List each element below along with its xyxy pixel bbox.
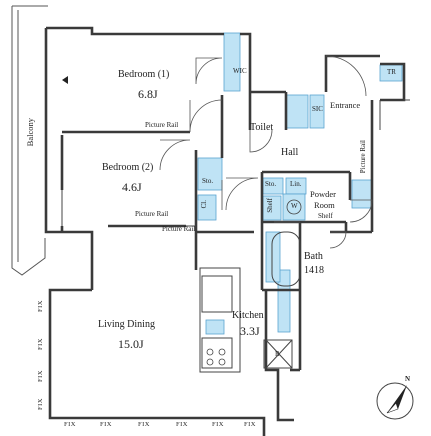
- fix-bottom-3: FIX: [138, 421, 150, 428]
- closet-label: Cl.: [200, 200, 208, 209]
- picture-rail-1: Picture Rail: [145, 121, 179, 129]
- shelf-label: Shelf: [318, 212, 333, 220]
- kitchen-name: Kitchen: [232, 310, 264, 321]
- bedroom2-size: 4.6J: [122, 180, 142, 194]
- kitchen-size: 3.3J: [240, 324, 260, 338]
- toilet-name: Toilet: [250, 122, 274, 133]
- fix-bottom-4: FIX: [176, 421, 188, 428]
- walls: [44, 26, 406, 436]
- tr-label: TR: [387, 68, 396, 76]
- fix-bottom-1: FIX: [64, 421, 76, 428]
- window-arrow: [62, 76, 68, 84]
- shelf-vertical-label: Shelf: [266, 198, 274, 213]
- lin-label: Lin.: [290, 180, 302, 188]
- bedroom2-name: Bedroom (2): [102, 162, 154, 173]
- entrance-name: Entrance: [330, 100, 361, 110]
- sto-label-2: Sto.: [265, 180, 277, 188]
- powder-room-name-2: Room: [314, 200, 335, 210]
- bath-name: Bath: [304, 251, 323, 262]
- sic-label: SIC: [312, 105, 323, 113]
- bedroom1-name: Bedroom (1): [118, 69, 170, 80]
- door-swings: [159, 55, 373, 249]
- living-dining-size: 15.0J: [118, 337, 144, 351]
- fix-left-4: FIX: [37, 398, 44, 410]
- picture-rail-4: Picture Rail: [359, 140, 367, 174]
- sto-label-1: Sto.: [202, 177, 214, 185]
- bedroom1-size: 6.8J: [138, 87, 158, 101]
- balcony-area: [11, 5, 48, 276]
- powder-room-name: Powder: [310, 189, 336, 199]
- fix-left-3: FIX: [37, 370, 44, 382]
- fix-bottom-6: FIX: [244, 421, 256, 428]
- washing-machine-label: W: [291, 202, 298, 210]
- fixture-circles: [206, 199, 302, 366]
- fix-left-1: FIX: [37, 300, 44, 312]
- fix-bottom-5: FIX: [212, 421, 224, 428]
- wic-label: WIC: [233, 67, 247, 75]
- partitions: [61, 99, 410, 373]
- picture-rail-3: Picture Rail: [162, 225, 196, 233]
- compass-icon: [376, 382, 414, 420]
- picture-rail-2: Picture Rail: [135, 210, 169, 218]
- balcony-name: Balcony: [25, 118, 35, 147]
- hall-name: Hall: [281, 147, 299, 158]
- fridge-label: R: [275, 350, 280, 358]
- fix-bottom-2: FIX: [100, 421, 112, 428]
- bath-size: 1418: [304, 265, 324, 276]
- compass-north-label: N: [405, 375, 411, 383]
- fix-left-2: FIX: [37, 338, 44, 350]
- living-dining-name: Living Dining: [98, 319, 155, 330]
